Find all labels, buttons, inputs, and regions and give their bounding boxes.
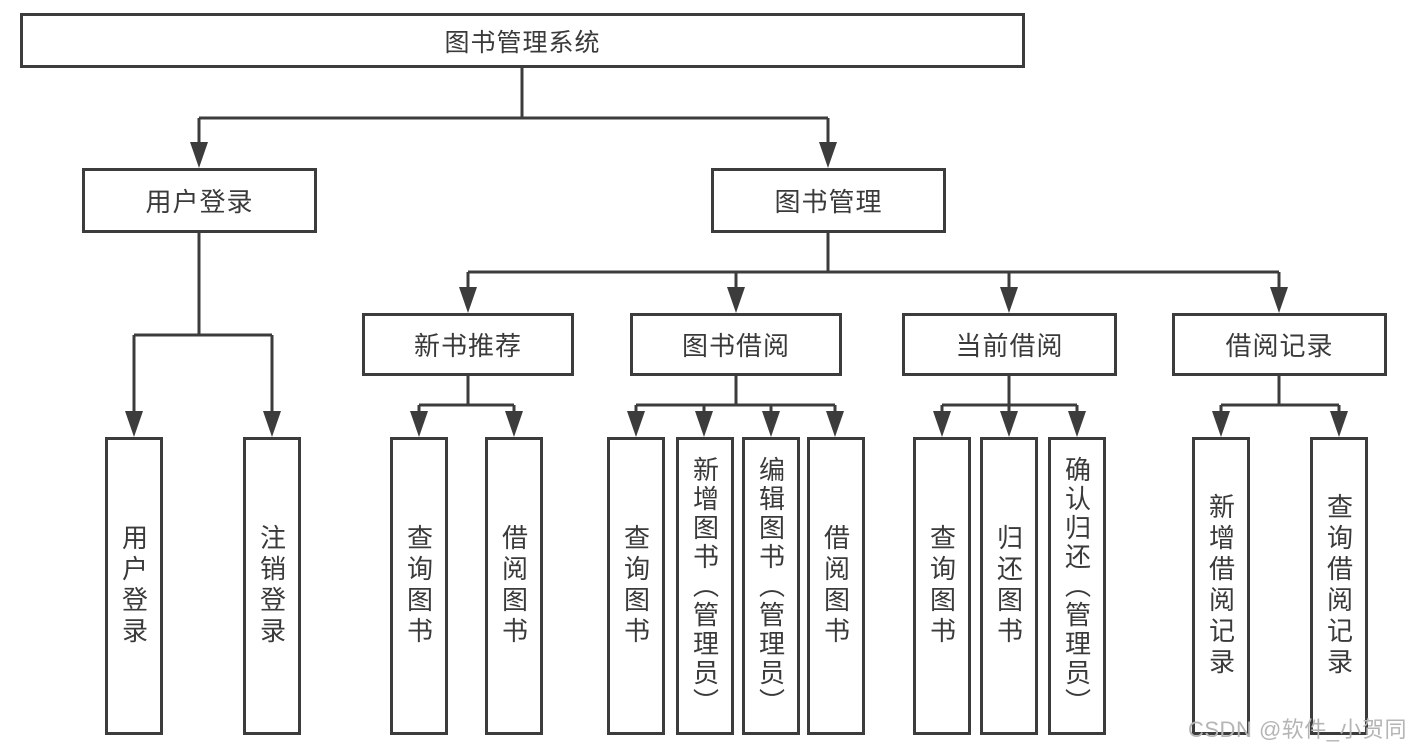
- node-borrow-records: 借阅记录: [1172, 313, 1387, 376]
- node-new-book-recommend: 新书推荐: [362, 313, 574, 376]
- leaf-borrow-books-recommend: 借阅图书: [485, 437, 543, 735]
- leaf-return-book: 归还图书: [980, 437, 1038, 735]
- leaf-add-borrow-record: 新增借阅记录: [1192, 437, 1250, 735]
- leaf-user-login: 用户登录: [105, 437, 163, 735]
- leaf-query-books-current: 查询图书: [913, 437, 971, 735]
- leaf-confirm-return-admin: 确认归还（管理员）: [1048, 437, 1106, 735]
- node-user-login: 用户登录: [82, 168, 317, 233]
- watermark: CSDN @软件_小贺同学: [1188, 717, 1405, 742]
- leaf-query-books-recommend: 查询图书: [390, 437, 448, 735]
- leaf-query-books-borrow: 查询图书: [607, 437, 665, 735]
- node-current-borrow: 当前借阅: [902, 313, 1117, 376]
- node-root: 图书管理系统: [20, 13, 1025, 68]
- leaf-borrow-books: 借阅图书: [807, 437, 865, 735]
- leaf-edit-book-admin: 编辑图书（管理员）: [742, 437, 800, 735]
- arrowheads: [125, 142, 1348, 437]
- leaf-query-borrow-record: 查询借阅记录: [1310, 437, 1368, 735]
- leaf-logout: 注销登录: [243, 437, 301, 735]
- node-book-management: 图书管理: [711, 168, 946, 233]
- leaf-add-book-admin: 新增图书（管理员）: [676, 437, 734, 735]
- node-book-borrow: 图书借阅: [630, 313, 842, 376]
